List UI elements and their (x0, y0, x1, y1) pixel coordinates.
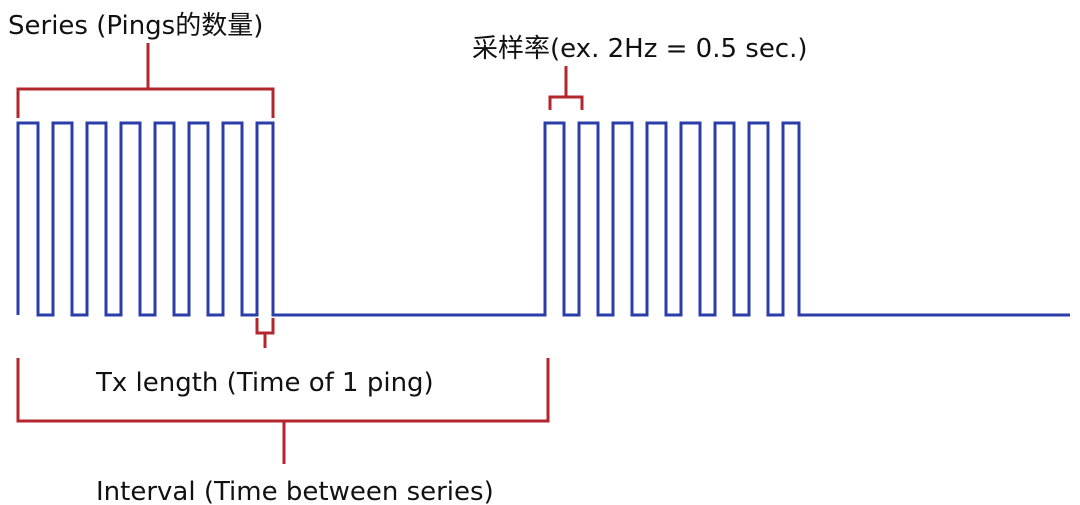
series-bracket (16, 43, 275, 118)
tx-length-label: Tx length (Time of 1 ping) (95, 368, 434, 398)
tx-length-bracket (255, 318, 275, 348)
sample-rate-bracket (548, 66, 584, 110)
ping-signal-waveform (16, 121, 1070, 317)
interval-label: Interval (Time between series) (96, 477, 494, 505)
series-label: Series (Pings的数量) (8, 11, 263, 41)
interval-bracket (16, 358, 550, 464)
sample-rate-label: 采样率(ex. 2Hz = 0.5 sec.) (472, 34, 808, 64)
